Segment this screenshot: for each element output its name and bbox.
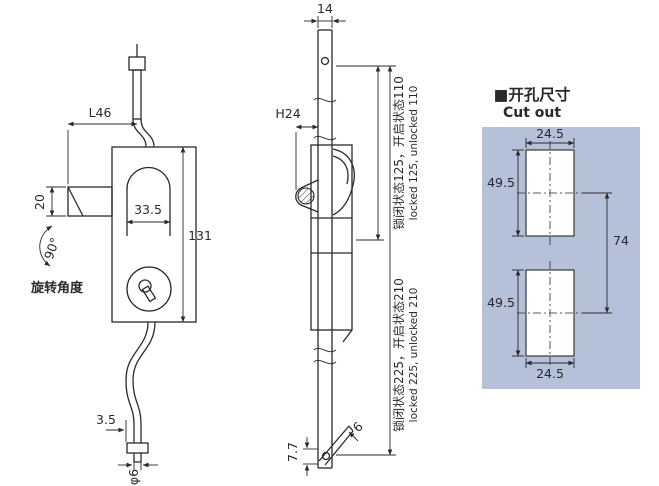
dim-locked-125-cn: 锁闭状态125，开启状态110 [391, 76, 406, 230]
dim-center-distance-label: 74 [613, 233, 629, 248]
dim-phi6: φ6 [118, 462, 158, 485]
side-view: 14 H24 锁闭状态125，开启状态110 locked 125, unloc… [275, 1, 420, 476]
slot-arch [126, 166, 171, 236]
rotation-arrow-icon [39, 225, 53, 267]
cylinder-hatched [297, 187, 315, 205]
centerlines [517, 141, 583, 365]
lock-cylinder-circle [126, 266, 172, 312]
top-rod [128, 44, 155, 148]
cutout-title-en: Cut out [503, 105, 561, 121]
dim-bottom-width-label: 24.5 [536, 366, 564, 381]
dim-7-7-label: 7.7 [285, 442, 300, 462]
top-hole [320, 56, 330, 66]
dim-bottom-height-label: 49.5 [487, 295, 515, 310]
dim-top-height: 49.5 [487, 149, 524, 237]
dim-locked-125: 锁闭状态125，开启状态110 locked 125, unlocked 110 [336, 65, 420, 241]
dim-center-distance: 74 [583, 192, 629, 314]
dim-locked-225-cn: 锁闭状态225，开启状态210 [391, 278, 406, 432]
cutout-view: ■开孔尺寸 Cut out 24.5 49.5 74 [482, 85, 640, 389]
break-line [313, 347, 337, 353]
side-rod [313, 29, 337, 468]
front-view: L46 20 33.5 131 90° 旋转角度 3.5 [30, 44, 212, 485]
dim-top-height-label: 49.5 [487, 175, 515, 190]
break-line [313, 135, 337, 141]
lock-body [111, 146, 197, 323]
dim-33-5: 33.5 [126, 202, 171, 225]
dim-33-5-label: 33.5 [134, 202, 162, 217]
rotation-angle-value: 90° [41, 235, 63, 261]
dim-h24-label: H24 [275, 106, 300, 121]
bottom-foot [318, 425, 354, 469]
dim-h24: H24 [275, 106, 319, 190]
dim-7-7: 7.7 [285, 437, 318, 476]
latch-arm [332, 148, 355, 216]
cutout-title-cn: ■开孔尺寸 [494, 85, 571, 104]
dim-l46: L46 [67, 105, 138, 184]
dim-131: 131 [180, 146, 212, 323]
dim-3-5: 3.5 [96, 412, 135, 442]
dim-bottom-width: 24.5 [525, 358, 575, 381]
dim-131-label: 131 [188, 228, 212, 243]
break-line [313, 97, 337, 103]
dim-locked-225: 锁闭状态225，开启状态210 locked 225, unlocked 210 [336, 65, 420, 456]
side-body [295, 144, 355, 343]
rotation-angle-label: 旋转角度 [30, 280, 84, 296]
dim-l46-label: L46 [89, 105, 112, 120]
dim-phi6-label: φ6 [126, 469, 141, 485]
crank-rod [125, 321, 156, 463]
keyhole-icon [138, 279, 152, 293]
dim-20: 20 [32, 186, 66, 217]
dim-top-width-label: 24.5 [536, 126, 564, 141]
dim-bottom-height: 49.5 [487, 269, 524, 357]
rotation-angle: 90° 旋转角度 [30, 225, 84, 296]
dim-locked-225-en: locked 225, unlocked 210 [408, 288, 420, 423]
dim-3-5-label: 3.5 [96, 412, 116, 427]
break-line [313, 359, 337, 365]
handle-tab [67, 186, 113, 217]
dim-top-width: 24.5 [525, 126, 575, 148]
dim-14-label: 14 [317, 1, 333, 16]
dim-locked-125-en: locked 125, unlocked 110 [408, 86, 420, 221]
dim-14: 14 [304, 1, 346, 28]
dim-20-label: 20 [32, 194, 47, 210]
bottom-hole [321, 451, 331, 461]
